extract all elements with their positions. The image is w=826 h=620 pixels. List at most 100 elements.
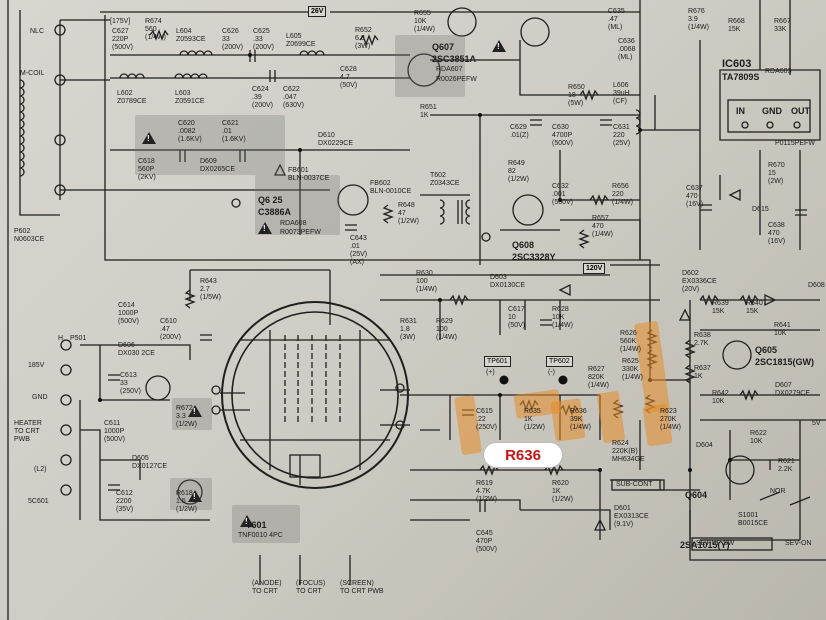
component-label: C624 .39 (200V) [252, 86, 274, 109]
q607-sub2: R0026PEFW [436, 76, 477, 83]
component-label: D607 DX0279CE [775, 382, 811, 397]
connector-label: 5V [812, 420, 821, 427]
connector-label: M-COIL [20, 70, 45, 77]
warning-icon [240, 515, 254, 527]
component-label: R641 10K [774, 322, 791, 337]
component-label: R668 15K [728, 18, 745, 33]
component-label: R639 15K [712, 300, 729, 315]
ic-name: IC603 [722, 58, 752, 70]
component-label: L603 Z0591CE [175, 90, 205, 105]
t602-part: Z0343CE [430, 180, 460, 187]
component-label: R626 560K (1/4W) [620, 330, 641, 353]
warning-icon [142, 132, 156, 144]
component-label: C620 .0082 (1.6KV) [178, 120, 202, 143]
tp601: TP601 [484, 356, 511, 367]
component-label: C617 10 (50V) [508, 306, 526, 329]
component-label: L604 Z0593CE [176, 28, 206, 43]
q625-sub1: RDA608 [280, 220, 307, 227]
component-label: D603 DX0130CE [490, 274, 526, 289]
component-label: C631 220 (25V) [613, 124, 631, 147]
component-label: R629 100 (1/4W) [436, 318, 457, 341]
component-label: R635 1K (1/2W) [524, 408, 545, 431]
q605-type: 2SC1815(GW) [755, 357, 815, 367]
connector-label: (L2) [34, 466, 47, 473]
component-label: C629 .01(Z) [510, 124, 529, 139]
component-label: C614 1000P (500V) [118, 302, 140, 325]
component-label: C635 .47 (ML) [608, 8, 625, 31]
q607-ref: Q607 [432, 42, 455, 52]
bottom-label: (ANODE) TO CRT [252, 580, 282, 595]
component-label: R627 820K (1/4W) [588, 366, 609, 389]
component-label: R623 270K (1/4W) [660, 408, 681, 431]
component-label: C643 .01 (25V) (AX) [350, 235, 368, 266]
component-label: R628 10K (1/4W) [552, 306, 573, 329]
component-label: S1001 B0015CE [738, 512, 768, 527]
component-label: R656 220 (1/4W) [612, 183, 633, 206]
q604-ref: Q604 [685, 490, 708, 500]
component-label: D604 [696, 442, 713, 449]
q608-type: 2SC3328Y [512, 252, 556, 262]
component-label: D615 [752, 206, 769, 213]
q605-ref: Q605 [755, 345, 778, 355]
connector-label: 5C601 [28, 498, 49, 505]
component-label: D605 DX0127CE [132, 455, 168, 470]
connector-label: SET UP SW [696, 540, 735, 547]
component-label: R655 10K (1/4W) [414, 10, 435, 33]
tp602: TP602 [546, 356, 573, 367]
component-label: C632 .001 (500V) [552, 183, 574, 206]
component-label: FB601 BLN-0037CE [288, 167, 330, 182]
component-label: C610 .47 (200V) [160, 318, 182, 341]
component-label: C612 2200 (35V) [116, 490, 134, 513]
component-label: R618 1.5 (1/2W) [176, 490, 197, 513]
component-label: R622 10K [750, 430, 767, 445]
t601-part: TNF0010 4PC [238, 532, 283, 539]
rail-175v: [175V] [110, 18, 131, 25]
connector-label: P602 N0603CE [14, 228, 45, 243]
ic-part3: P0115PEFW [775, 140, 815, 147]
component-label: R630 100 (1/4W) [416, 270, 437, 293]
ic-pin-out: OUT [791, 106, 810, 116]
component-label: C621 .01 (1.6KV) [222, 120, 246, 143]
warning-icon [188, 405, 202, 417]
rail-120v: 120V [583, 263, 606, 274]
component-label: R650 18 (5W) [568, 84, 585, 107]
component-label: R624 220K(B) MH634GE [612, 440, 645, 463]
q607-sub1: RDA607 [436, 66, 463, 73]
component-label: R667 33K [774, 18, 791, 33]
connector-label: P501 [70, 335, 87, 342]
component-label: C618 560P (2KV) [138, 158, 156, 181]
q625-type: C3886A [258, 207, 292, 217]
component-label: C630 4700P (500V) [552, 124, 574, 147]
component-label: D610 DX0229CE [318, 132, 354, 147]
connector-label: SEV-ON [785, 540, 812, 547]
component-label: C622 .047 (630V) [283, 86, 305, 109]
q607-shade [395, 35, 465, 97]
component-label: R651 1K [420, 104, 437, 119]
bottom-label: (SCREEN) TO CRT PWB [340, 580, 384, 595]
component-label: R643 2.7 (1/5W) [200, 278, 221, 301]
component-label: R672 3.3 (1/2W) [176, 405, 197, 428]
component-label: R621 2.2K [778, 458, 795, 473]
component-label: R652 6.8 (3W) [355, 27, 372, 50]
connector-label: NLC [30, 28, 45, 35]
component-label: C638 470 (16V) [768, 222, 786, 245]
ic-part: TA7809S [722, 72, 760, 82]
component-label: D602 EX0336CE (20V) [682, 270, 717, 293]
component-label: FB602 BLN-0010CE [370, 180, 412, 195]
bottom-label: (FOCUS) TO CRT [296, 580, 326, 595]
component-label: C637 470 (16V) [686, 185, 704, 208]
q608-ref: Q608 [512, 240, 535, 250]
component-label: D601 EX0313CE (9.1V) [614, 505, 649, 528]
component-label: R670 15 (2W) [768, 162, 785, 185]
component-label: D609 DX0265CE [200, 158, 236, 173]
component-label: R625 330K (1/4W) [622, 358, 643, 381]
tp602-pol: (-) [548, 369, 555, 376]
warning-icon [258, 222, 272, 234]
component-label: R631 1.8 (3W) [400, 318, 417, 341]
component-label: L602 Z0789CE [117, 90, 147, 105]
connector-label: GND [32, 394, 48, 401]
component-label: C628 4.7 (50V) [340, 66, 358, 89]
component-label: C645 470P (500V) [476, 530, 498, 553]
q604-type: 2SA1015(Y) [680, 540, 730, 550]
